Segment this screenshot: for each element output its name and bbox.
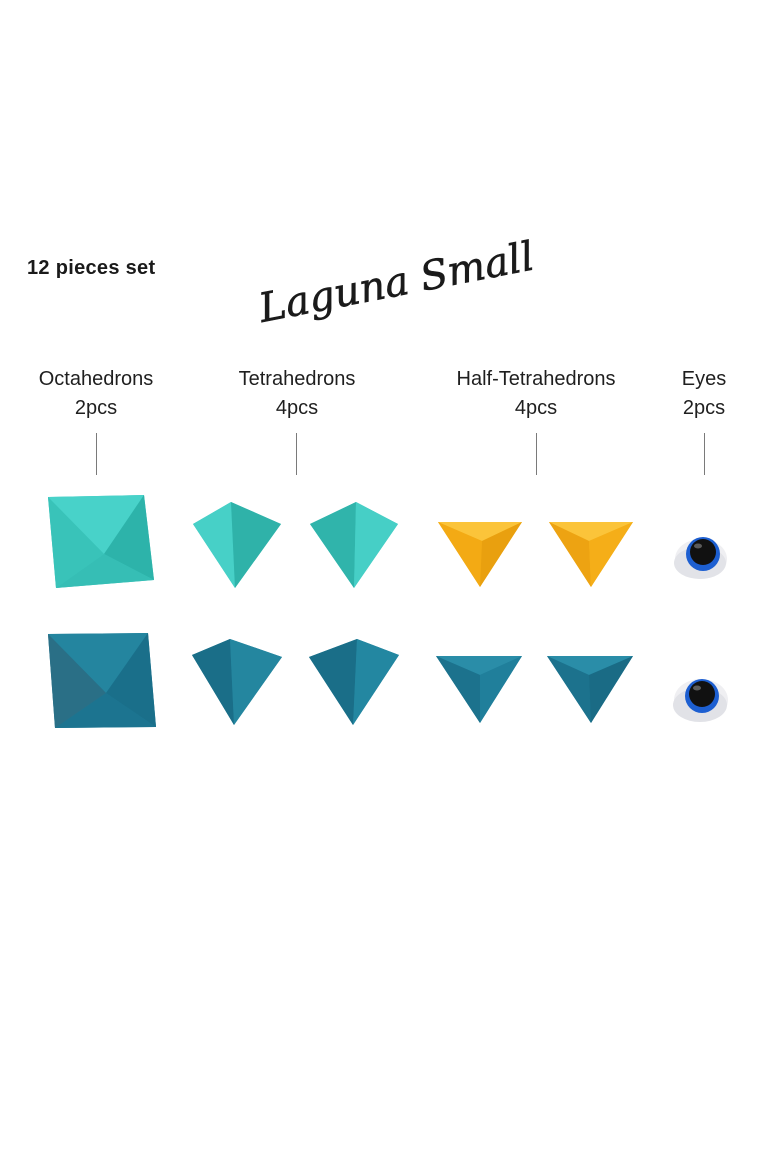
octahedron-petrol	[46, 631, 158, 731]
category-divider-octahedrons	[96, 433, 97, 475]
eye-piece	[672, 674, 730, 724]
category-name: Tetrahedrons	[238, 368, 356, 390]
category-divider-tetrahedrons	[296, 433, 297, 475]
category-divider-half-tetrahedrons	[536, 433, 537, 475]
product-title-text: Laguna Small	[254, 234, 538, 332]
half-tetrahedron-yellow	[547, 519, 635, 589]
half-tetrahedron-petrol	[434, 653, 524, 725]
category-divider-eyes	[704, 433, 705, 475]
product-title: Laguna Small	[250, 222, 540, 332]
category-octahedrons: Octahedrons 2pcs	[18, 365, 174, 423]
tetrahedron-petrol	[190, 637, 284, 727]
tetrahedron-turquoise	[191, 500, 283, 590]
category-qty: 4pcs	[514, 397, 558, 419]
tetrahedron-petrol	[307, 637, 401, 727]
eye-piece	[673, 533, 729, 581]
half-tetrahedron-petrol	[545, 653, 635, 725]
half-tetrahedron-yellow	[436, 519, 524, 589]
category-qty: 4pcs	[275, 397, 319, 419]
category-name: Eyes	[681, 368, 727, 390]
octahedron-turquoise	[46, 494, 156, 590]
set-count-label: 12 pieces set	[27, 257, 156, 279]
category-half-tetrahedrons: Half-Tetrahedrons 4pcs	[430, 365, 642, 423]
category-qty: 2pcs	[74, 397, 118, 419]
category-name: Octahedrons	[38, 368, 154, 390]
category-qty: 2pcs	[682, 397, 726, 419]
category-eyes: Eyes 2pcs	[666, 365, 742, 423]
category-tetrahedrons: Tetrahedrons 4pcs	[217, 365, 377, 423]
tetrahedron-turquoise	[308, 500, 400, 590]
category-name: Half-Tetrahedrons	[456, 368, 616, 390]
